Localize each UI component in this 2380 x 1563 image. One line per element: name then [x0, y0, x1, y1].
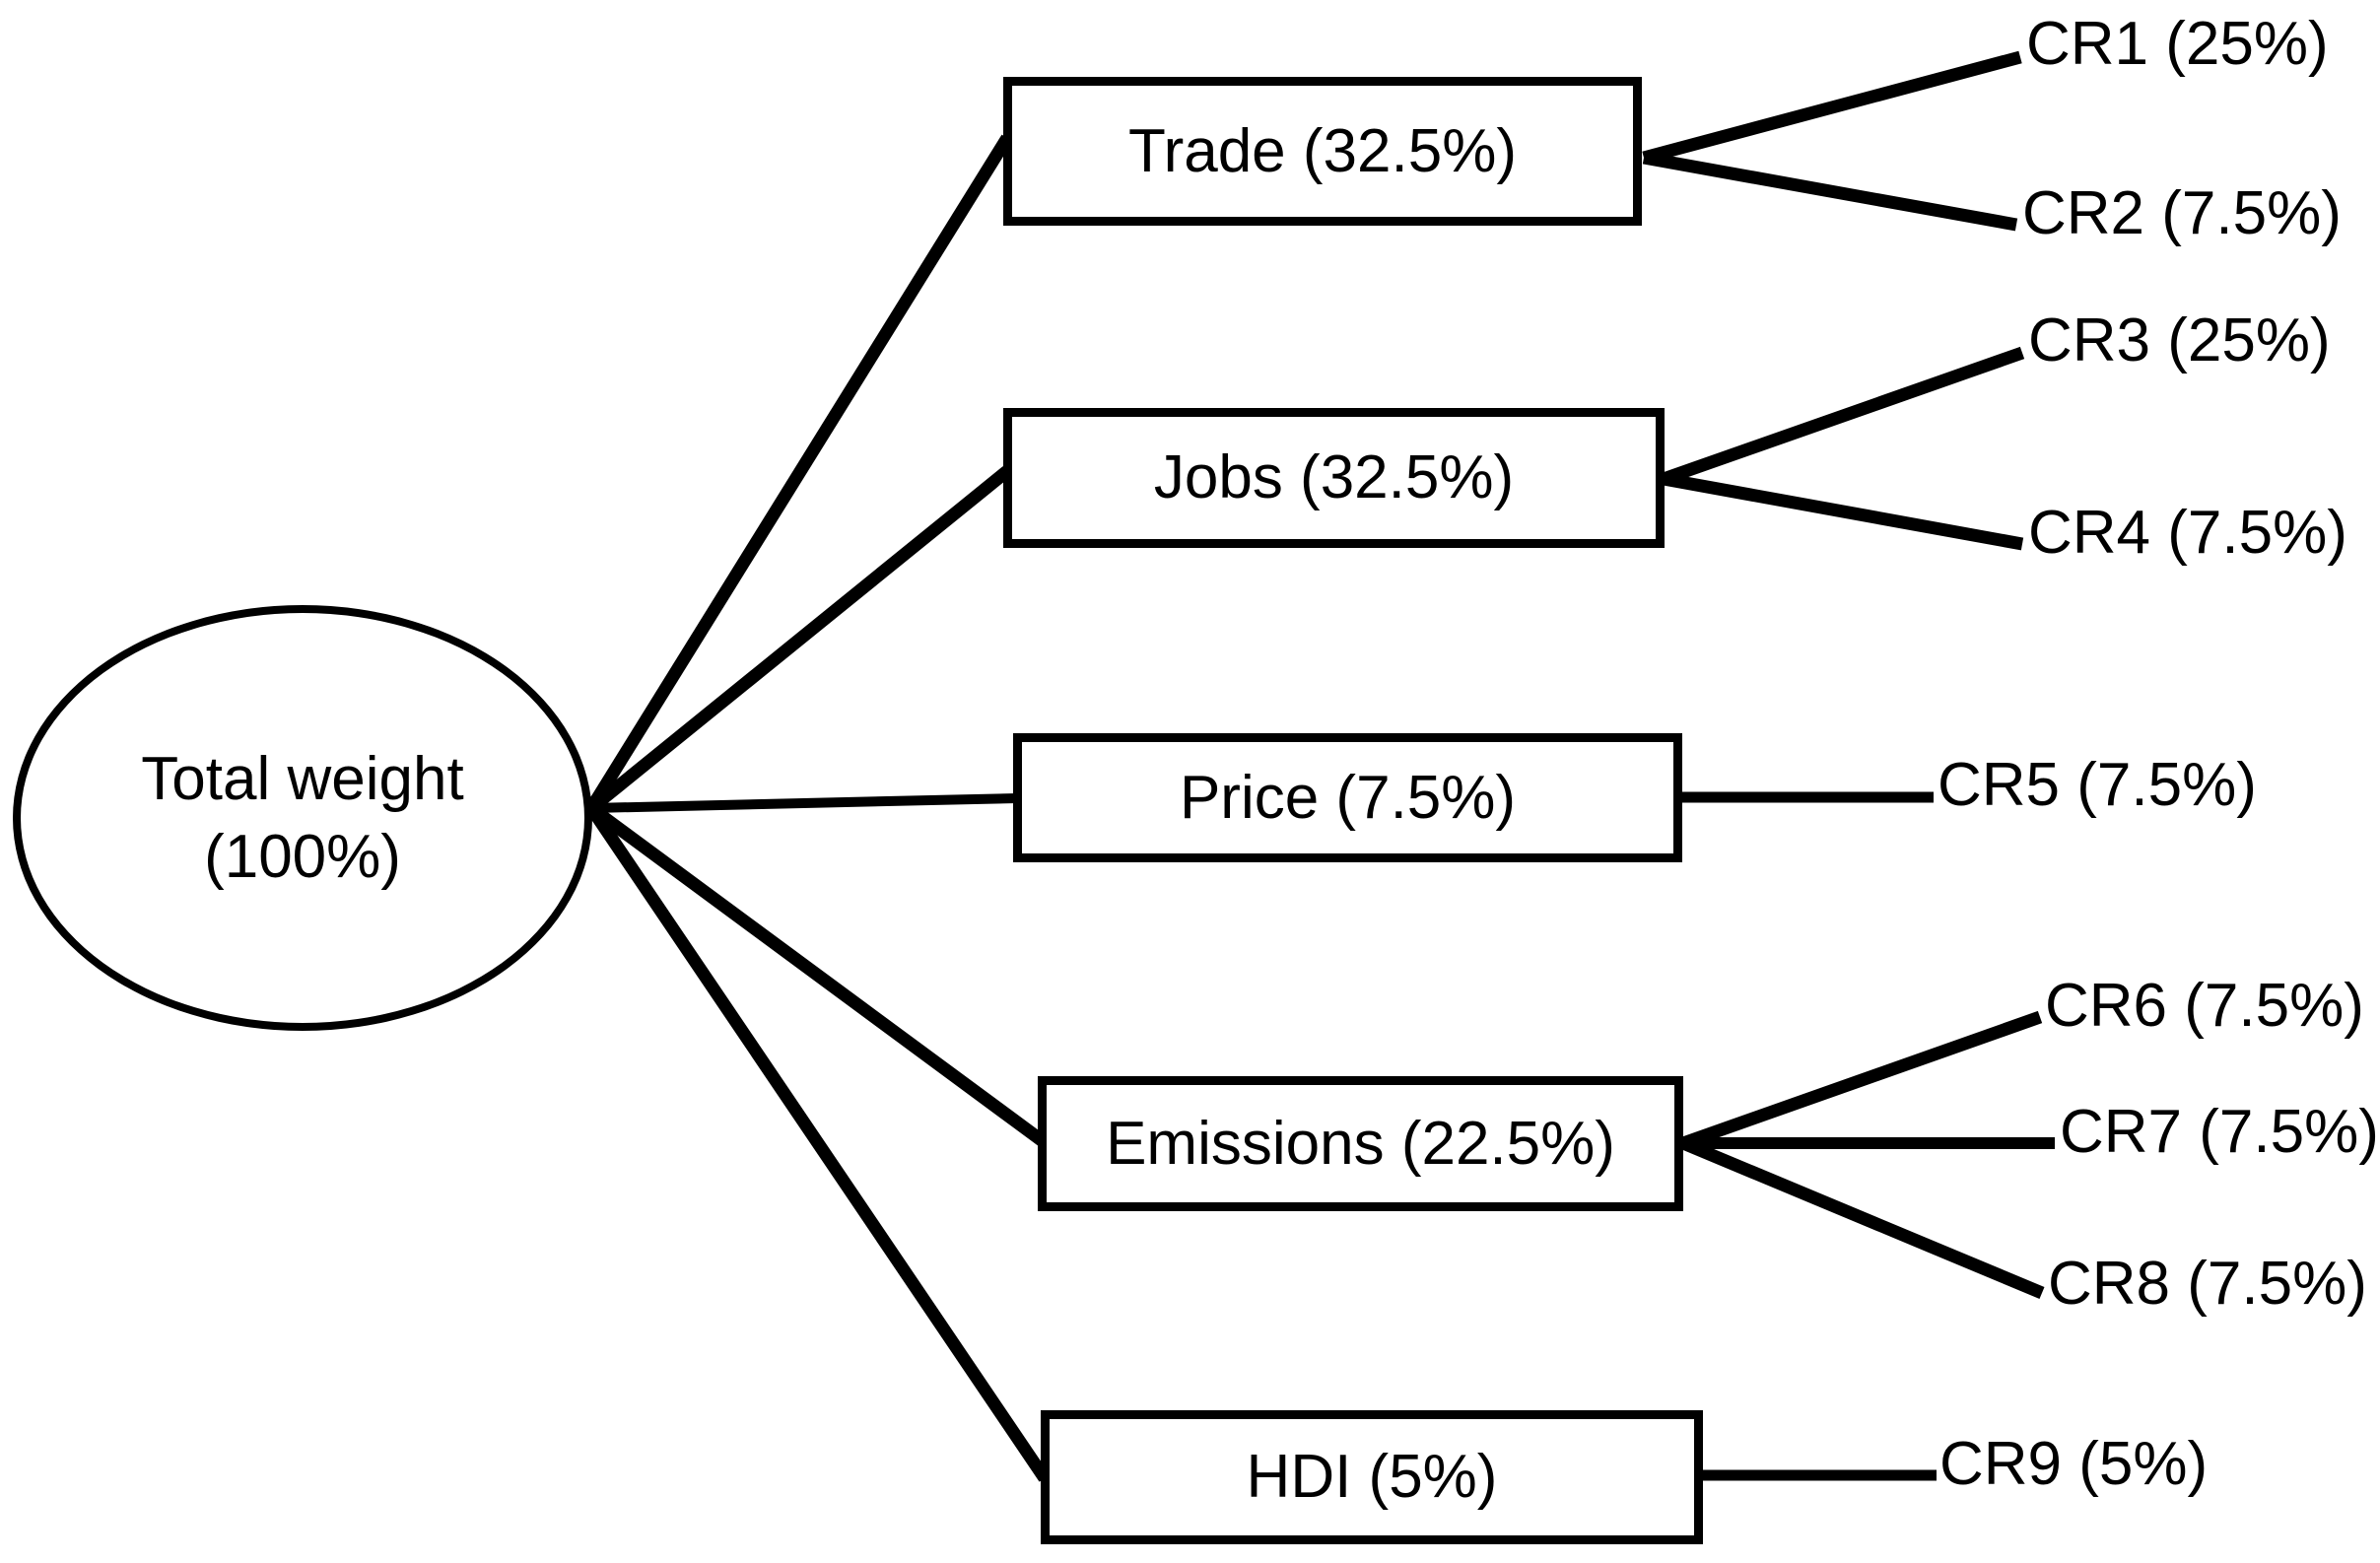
sub-criterion-label-cr3[interactable]: CR3 (25%)	[2028, 306, 2331, 374]
criterion-label-hdi: HDI (5%)	[1246, 1443, 1498, 1512]
edge-root-to-jobs	[586, 465, 1012, 814]
criterion-box-trade[interactable]: Trade (32.5%)	[1003, 77, 1642, 226]
sub-criterion-label-cr2[interactable]: CR2 (7.5%)	[2022, 179, 2342, 247]
edge-emissions-to-cr8	[1680, 1137, 2045, 1299]
sub-criterion-label-cr6[interactable]: CR6 (7.5%)	[2045, 972, 2364, 1040]
criterion-box-hdi[interactable]: HDI (5%)	[1041, 1410, 1703, 1544]
criterion-label-price: Price (7.5%)	[1179, 763, 1517, 832]
root-node-label-line2: (100%)	[204, 823, 401, 891]
edge-trade-to-cr1	[1642, 50, 2022, 165]
sub-criterion-label-cr4[interactable]: CR4 (7.5%)	[2028, 499, 2347, 567]
sub-criterion-label-cr1[interactable]: CR1 (25%)	[2026, 10, 2329, 78]
sub-criterion-label-cr7[interactable]: CR7 (7.5%)	[2060, 1098, 2379, 1166]
criterion-box-price[interactable]: Price (7.5%)	[1013, 733, 1682, 862]
edge-emissions-to-cr6	[1680, 1010, 2043, 1150]
edge-root-to-hdi	[585, 804, 1051, 1482]
edge-root-to-trade	[585, 134, 1013, 812]
root-node-label-line1: Total weight	[141, 744, 464, 813]
edge-root-to-price	[590, 793, 1018, 813]
criterion-label-trade: Trade (32.5%)	[1128, 116, 1517, 185]
criterion-label-jobs: Jobs (32.5%)	[1153, 443, 1515, 512]
edge-jobs-to-cr3	[1661, 346, 2025, 486]
criterion-box-emissions[interactable]: Emissions (22.5%)	[1038, 1076, 1683, 1211]
edge-jobs-to-cr4	[1662, 472, 2024, 551]
root-node-total-weight[interactable]: Total weight (100%)	[13, 605, 592, 1031]
criterion-box-jobs[interactable]: Jobs (32.5%)	[1003, 408, 1665, 548]
sub-criterion-label-cr9[interactable]: CR9 (5%)	[1939, 1430, 2209, 1498]
criterion-label-emissions: Emissions (22.5%)	[1106, 1109, 1615, 1178]
edge-root-to-emissions	[587, 802, 1047, 1147]
sub-criterion-label-cr8[interactable]: CR8 (7.5%)	[2048, 1250, 2367, 1318]
sub-criterion-label-cr5[interactable]: CR5 (7.5%)	[1938, 751, 2257, 819]
edge-trade-to-cr2	[1642, 151, 2018, 232]
